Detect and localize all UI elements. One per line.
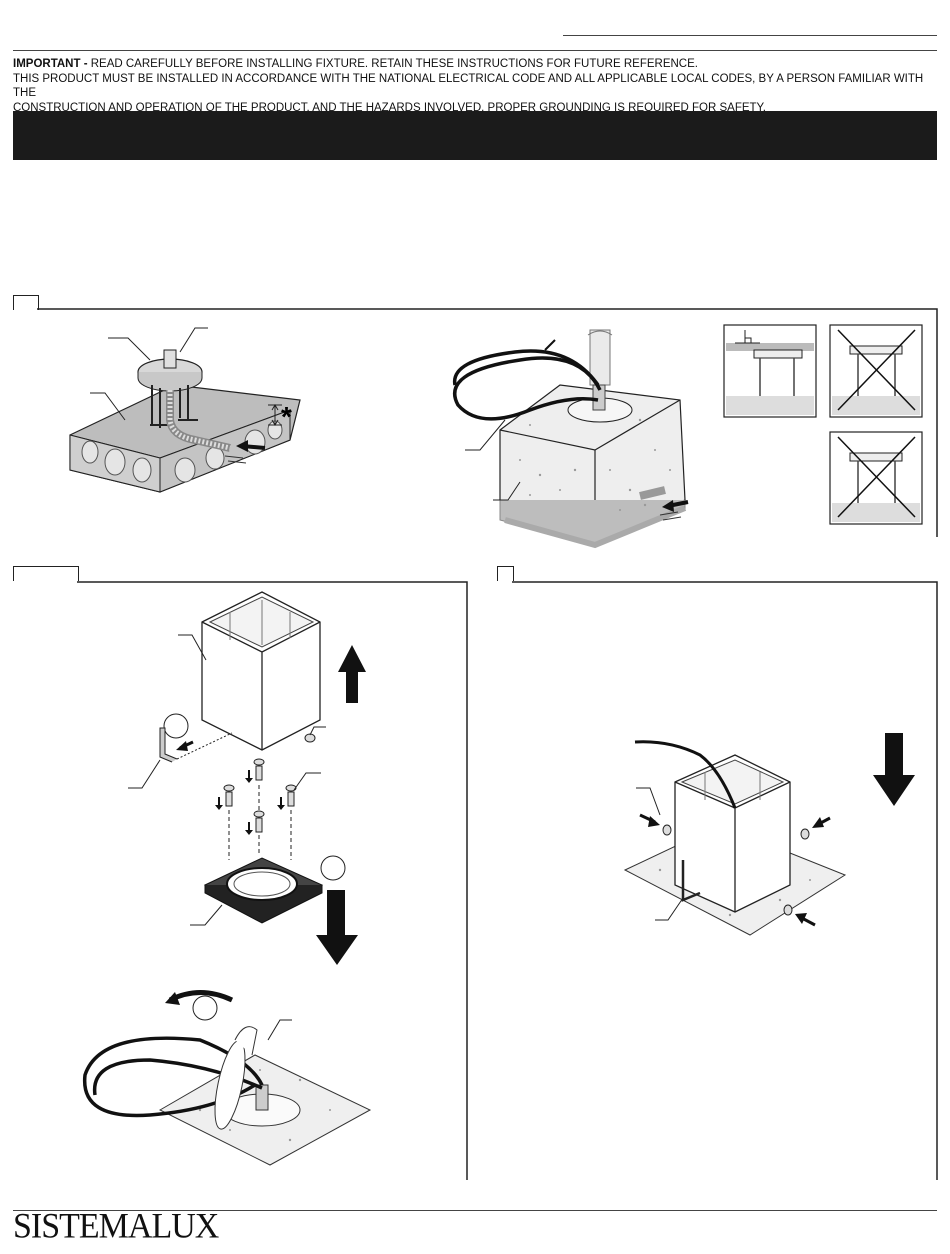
header-divider <box>13 50 937 51</box>
notice-line-2: THIS PRODUCT MUST BE INSTALLED IN ACCORD… <box>13 72 924 100</box>
housing-removal-illustration <box>128 591 366 1021</box>
housing-placement-illustration <box>623 733 915 936</box>
section-tab-3 <box>497 566 514 581</box>
title-banner <box>13 111 937 160</box>
level-check-panels <box>723 324 923 525</box>
notice-text-1: READ CAREFULLY BEFORE INSTALLING FIXTURE… <box>90 58 698 70</box>
section-tab-1 <box>13 295 39 310</box>
brand-logo: SISTEMALUX <box>13 1207 219 1246</box>
notice-line-3: CONSTRUCTION AND OPERATION OF THE PRODUC… <box>13 101 766 114</box>
cable-rotation-illustration <box>82 990 372 1166</box>
section-tab-2 <box>13 566 79 581</box>
concrete-block-illustration <box>452 329 689 549</box>
section-2-frame <box>77 581 468 1180</box>
footer-rule <box>13 1210 937 1211</box>
notice-line-1: IMPORTANT - READ CAREFULLY BEFORE INSTAL… <box>13 57 937 72</box>
height-asterisk: * <box>281 401 292 432</box>
header-rule <box>563 35 937 36</box>
slab-mounting-illustration: * <box>69 327 301 493</box>
safety-notice: IMPORTANT - READ CAREFULLY BEFORE INSTAL… <box>13 57 937 115</box>
section-1-frame <box>37 308 938 537</box>
important-label: IMPORTANT - <box>13 58 88 70</box>
section-3-frame <box>512 581 938 1180</box>
